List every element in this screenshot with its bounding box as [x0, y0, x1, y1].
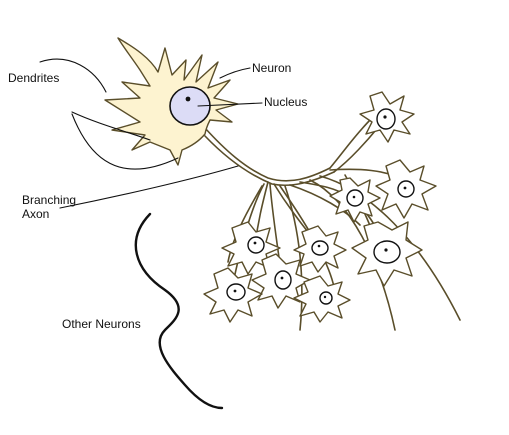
- other-neuron-6: [351, 221, 423, 287]
- dendrites-pointer-1: [39, 58, 107, 93]
- other-neuron-2: [375, 159, 437, 219]
- label-dendrites: Dendrites: [8, 71, 59, 85]
- diagram-labels: Dendrites Neuron Nucleus Branching Axon …: [8, 61, 307, 331]
- axon-branch-2: [269, 183, 281, 266]
- label-other-neurons: Other Neurons: [62, 317, 141, 331]
- label-branching-axon-line2: Axon: [22, 207, 49, 221]
- other-neuron-7: [251, 253, 311, 309]
- label-branching-axon-line1: Branching: [22, 193, 76, 207]
- other-neurons-group: [203, 91, 437, 323]
- neuron-pointer: [219, 67, 251, 79]
- axon-trunk: [204, 127, 331, 182]
- other-neuron-5: [293, 225, 347, 273]
- label-pointers: [39, 58, 263, 410]
- nucleolus: [185, 96, 191, 102]
- other-neuron-3: [329, 177, 381, 223]
- other-neuron-1: [359, 91, 415, 143]
- nucleus-pointer: [197, 102, 263, 107]
- other-neuron-8: [203, 267, 263, 323]
- other-neuron-9: [293, 275, 351, 323]
- dendrites-pointer-2: [71, 111, 151, 141]
- label-nucleus: Nucleus: [264, 95, 307, 109]
- axon-branch-11: [284, 185, 303, 331]
- main-nucleus: [169, 86, 211, 126]
- other-neurons-pointer: [134, 212, 224, 410]
- main-neuron: [104, 37, 239, 166]
- axon-branch-upper: [329, 117, 373, 169]
- dendrites-pointer-3: [71, 113, 179, 170]
- axon-trunk-outline: [204, 135, 335, 187]
- axon-branch-9: [309, 179, 396, 331]
- branching-axon-pointer: [59, 165, 239, 209]
- label-neuron: Neuron: [252, 61, 291, 75]
- axon-branch-10: [319, 175, 461, 321]
